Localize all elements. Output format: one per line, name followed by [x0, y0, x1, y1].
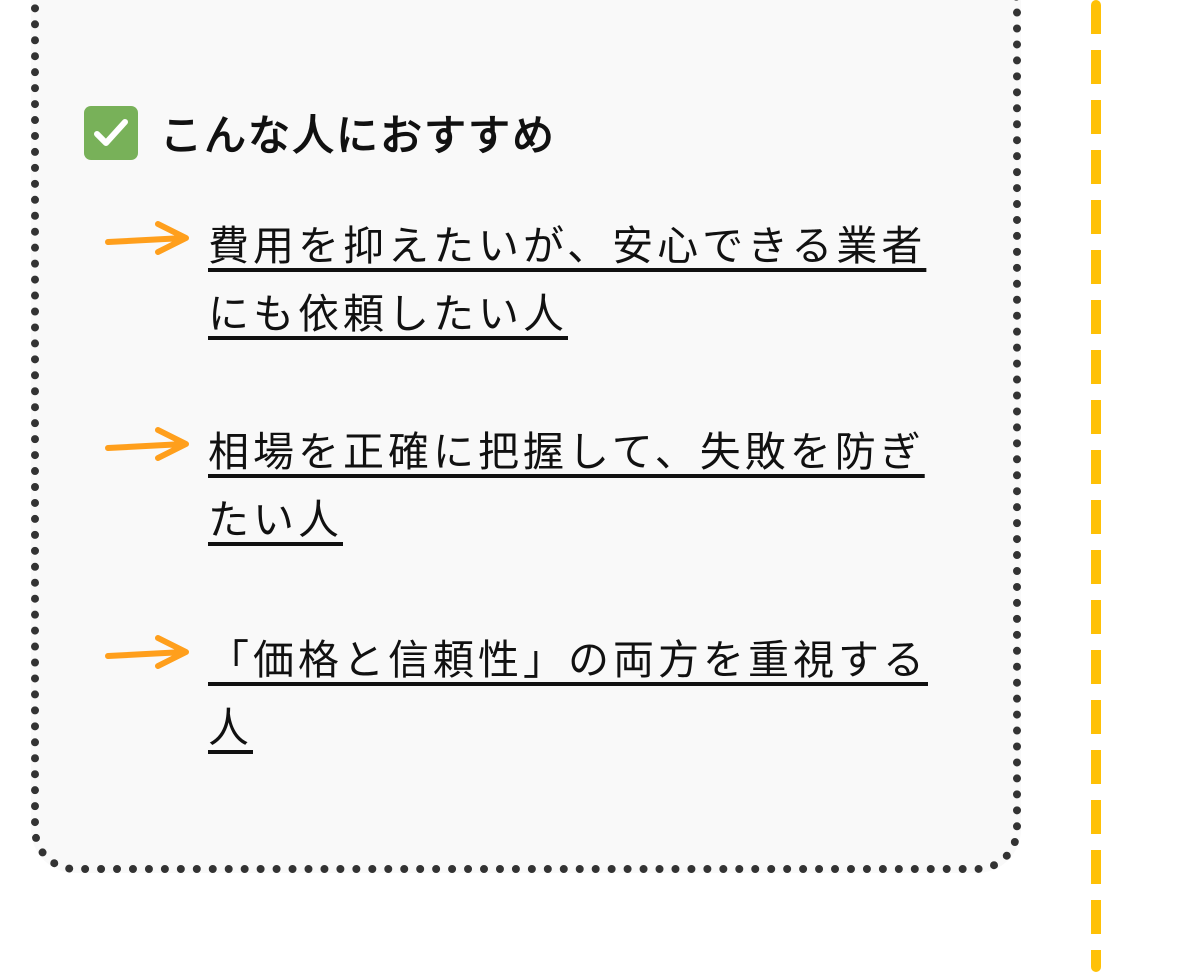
item-link[interactable]: 「価格と信頼性」の両方を重視する人 — [208, 636, 928, 752]
list-item: 相場を正確に把握して、失敗を防ぎたい人 — [104, 418, 940, 554]
arrow-right-icon — [105, 427, 189, 461]
arrow-right-icon — [105, 635, 189, 669]
check-mark-icon — [84, 105, 138, 160]
dashed-divider — [1091, 0, 1101, 972]
recommend-box — [31, 0, 1021, 873]
arrow-right-icon — [105, 221, 189, 255]
list-item: 費用を抑えたいが、安心できる業者にも依頼したい人 — [104, 212, 940, 348]
item-link[interactable]: 相場を正確に把握して、失敗を防ぎたい人 — [208, 428, 925, 544]
recommend-heading: こんな人におすすめ — [84, 102, 556, 163]
list-item: 「価格と信頼性」の両方を重視する人 — [104, 626, 940, 762]
item-link[interactable]: 費用を抑えたいが、安心できる業者にも依頼したい人 — [208, 222, 927, 338]
heading-title: こんな人におすすめ — [160, 111, 557, 160]
